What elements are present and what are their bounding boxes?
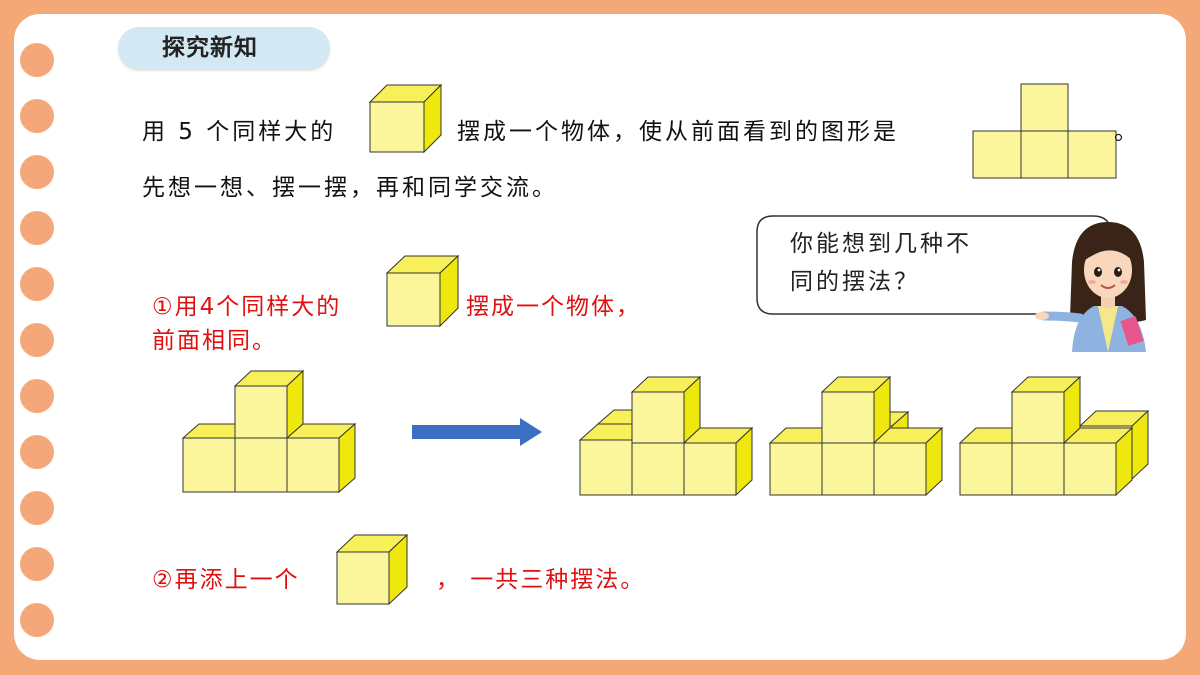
cube-icon (682, 426, 754, 497)
speech-line-2: 同的摆法？ (790, 269, 920, 295)
cube-icon (631, 442, 685, 496)
notebook-ring (20, 43, 54, 77)
section-title: 探究新知 (118, 27, 330, 69)
task-text-part2: 摆成一个物体，使从前面看到的图形是 (457, 119, 899, 145)
step1-text-line2: 前面相同。 (152, 328, 277, 354)
notebook-ring (20, 491, 54, 525)
cube-icon (234, 437, 288, 493)
cube-icon (181, 423, 253, 493)
notebook-ring (20, 267, 54, 301)
notebook-ring (20, 547, 54, 581)
notebook-ring (20, 155, 54, 189)
notebook-ring (20, 435, 54, 469)
step1-text-part2: 摆成一个物体， (466, 294, 641, 320)
notebook-ring (20, 379, 54, 413)
cube-icon (233, 369, 305, 440)
step1-text-part1: ①用4个同样大的 (152, 294, 342, 320)
cube-icon (958, 427, 1030, 496)
speech-bubble-text: 你能想到几种不 同的摆法？ (790, 225, 972, 301)
step2-text-part2: ， 一共三种摆法。 (436, 567, 646, 593)
cube-icon (1062, 426, 1134, 497)
cube-icon (578, 423, 652, 496)
cube-icon (1010, 375, 1082, 445)
task-text-period: 。 (1114, 119, 1140, 145)
notebook-ring (20, 211, 54, 245)
cube-icon (285, 422, 357, 494)
task-text-part1: 用 5 个同样大的 (142, 119, 337, 145)
cube-icon (821, 442, 875, 496)
cube-icon (768, 427, 840, 496)
notebook-ring (20, 99, 54, 133)
notebook-ring (20, 323, 54, 357)
cube-icon (872, 426, 944, 497)
slide-card (14, 14, 1186, 660)
notebook-ring (20, 603, 54, 637)
task-text-line2: 先想一想、摆一摆，再和同学交流。 (142, 175, 558, 201)
step2-text-part1: ②再添上一个 (152, 567, 300, 593)
cube-icon (1011, 442, 1065, 496)
cube-icon (820, 375, 892, 445)
speech-line-1: 你能想到几种不 (790, 231, 972, 257)
